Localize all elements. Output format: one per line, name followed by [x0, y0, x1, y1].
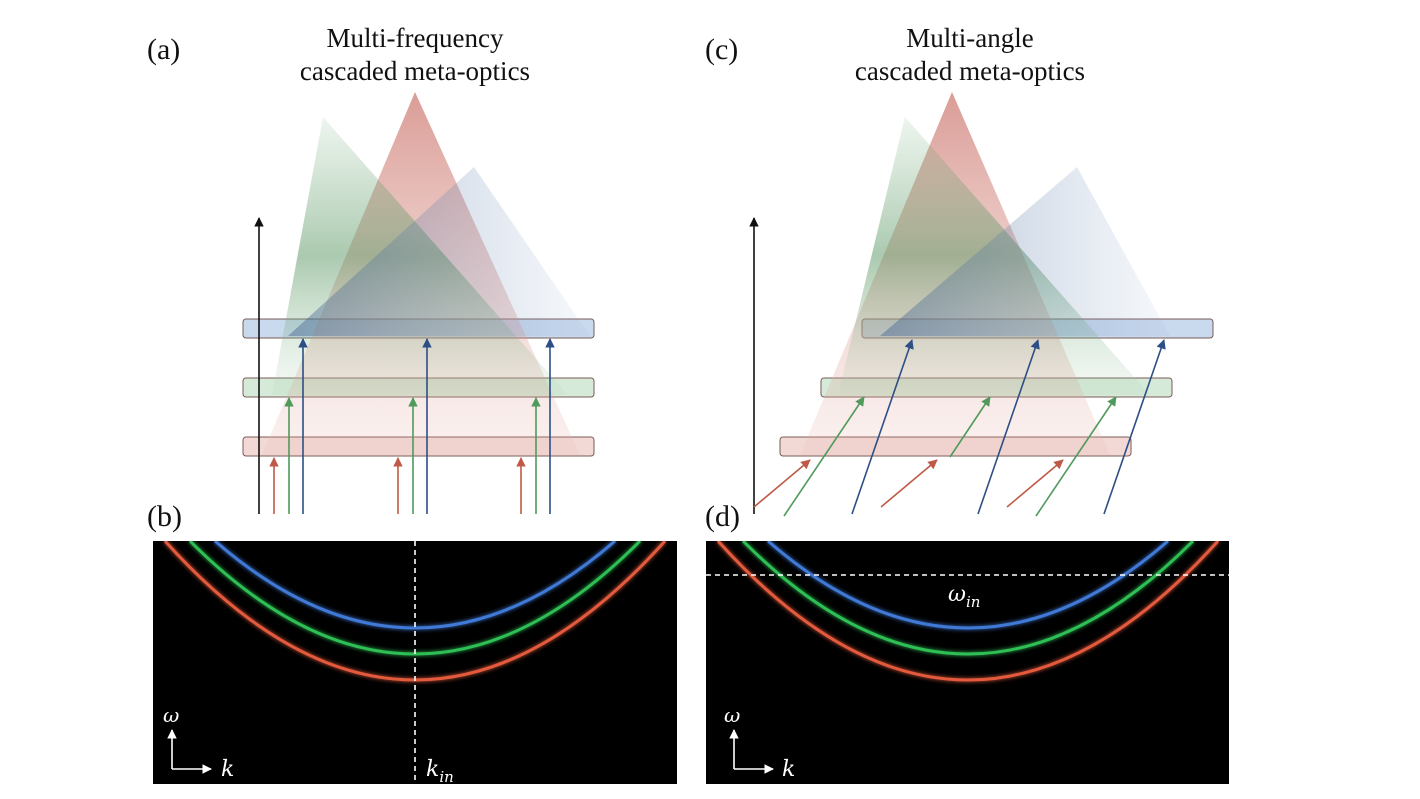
- panel-label-d: (d): [705, 500, 740, 533]
- omegain-label: ωin: [948, 582, 980, 611]
- ray-red: [753, 459, 811, 508]
- panel-a-title-line1: Multi-frequency: [326, 23, 504, 53]
- omegain-label-sub: in: [966, 593, 980, 611]
- band-red-d: [716, 541, 1220, 682]
- band-plot-d-background: [706, 541, 1229, 784]
- ray-blue: [977, 339, 1040, 515]
- axis-k-label-d: k: [782, 757, 795, 782]
- ray-red: [880, 459, 938, 508]
- panel-c-diagram: [749, 92, 1214, 517]
- panel-label-a: (a): [147, 33, 181, 66]
- kin-label-sub: in: [439, 768, 453, 786]
- panel-label-c: (c): [705, 33, 739, 66]
- omegain-label-main: ω: [948, 582, 966, 607]
- panel-b-band-diagram: ω k kin: [153, 541, 677, 786]
- panel-c-title-line2: cascaded meta-optics: [854, 56, 1086, 86]
- band-blue-d: [767, 541, 1169, 630]
- cone-blue-a: [288, 167, 590, 336]
- axis-omega-label-b: ω: [163, 703, 179, 727]
- panel-a-title-line2: cascaded meta-optics: [299, 56, 531, 86]
- ray-blue: [1103, 339, 1166, 515]
- panel-a-title: Multi-frequency cascaded meta-optics: [255, 22, 575, 88]
- cone-blue-c: [880, 167, 1170, 336]
- panel-label-b: (b): [147, 500, 182, 533]
- ray-blue: [851, 339, 914, 515]
- panel-a-diagram: [242, 92, 595, 514]
- ray-green: [1035, 396, 1117, 517]
- panel-d-band-diagram: ω k ωin: [706, 541, 1229, 784]
- axis-omega-label-d: ω: [724, 703, 740, 727]
- band-blue-b: [214, 541, 616, 630]
- kin-label: kin: [426, 757, 454, 786]
- band-green-d: [741, 541, 1195, 656]
- ray-green: [949, 396, 991, 458]
- ray-green: [783, 396, 865, 517]
- kin-label-main: k: [426, 757, 439, 782]
- panel-c-title: Multi-angle cascaded meta-optics: [810, 22, 1130, 88]
- axis-k-label-b: k: [221, 757, 234, 782]
- panel-c-title-line1: Multi-angle: [906, 23, 1034, 53]
- ray-red: [1006, 459, 1064, 508]
